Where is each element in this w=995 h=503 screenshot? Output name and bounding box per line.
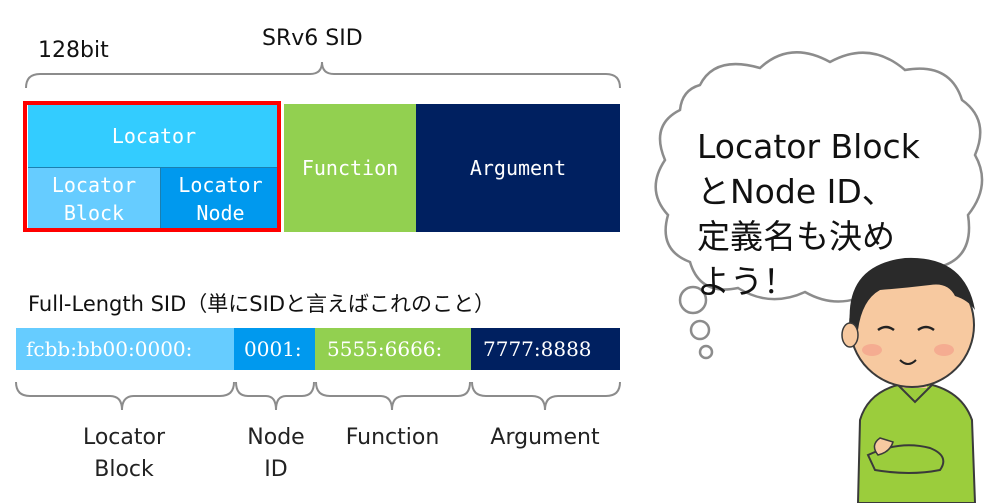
caption-locator-block-line-1: Locator [82,425,166,450]
caption-function: Function [345,425,440,450]
bubble-line-3: 定義名も決め [697,217,895,256]
bubble-line-4: よう！ [697,262,796,301]
locator-node-line-1: Locator [178,173,263,197]
caption-argument: Argument [490,425,600,450]
sid-segment-function: 5555:6666: [315,328,471,370]
caption-locator-block: Locator Block [60,422,188,486]
bracket-block [15,381,235,411]
bracket-argument [471,381,621,411]
caption-node-id: Node ID [232,422,320,486]
top-bracket [25,61,621,89]
locator-block: Locator [28,104,280,168]
caption-locator-block-line-2: Block [94,457,154,482]
function-segment: Function [284,104,416,232]
sid-segment-block: fcbb:bb00:0000: [16,328,234,370]
caption-node-line-1: Node [247,425,305,450]
sid-segment-argument: 7777:8888 [471,328,620,370]
bubble-line-1: Locator Block [697,127,920,166]
full-sid-title: Full-Length SID（単にSIDと言えばこれのこと） [28,292,495,316]
bracket-function [315,381,471,411]
locator-block-segment: Locator Block [28,168,161,230]
person-thinking-icon [841,257,977,503]
sid-segment-node: 0001: [234,328,315,370]
thought-bubble-icon [654,51,984,360]
locator-block-line-2: Block [63,201,125,225]
bubble-line-2: とNode ID、 [697,172,895,211]
bracket-node [235,381,315,411]
locator-highlight-box [23,101,281,232]
locator-node-segment: Locator Node [161,168,280,230]
argument-segment: Argument [416,104,620,232]
locator-block-line-1: Locator [51,173,137,197]
caption-node-line-2: ID [264,457,288,482]
srv6-sid-label: SRv6 SID [262,26,363,51]
bit-length-label: 128bit [38,38,109,63]
bubble-message: Locator Block とNode ID、 定義名も決め よう！ [697,124,920,304]
locator-node-line-2: Node [196,201,245,225]
